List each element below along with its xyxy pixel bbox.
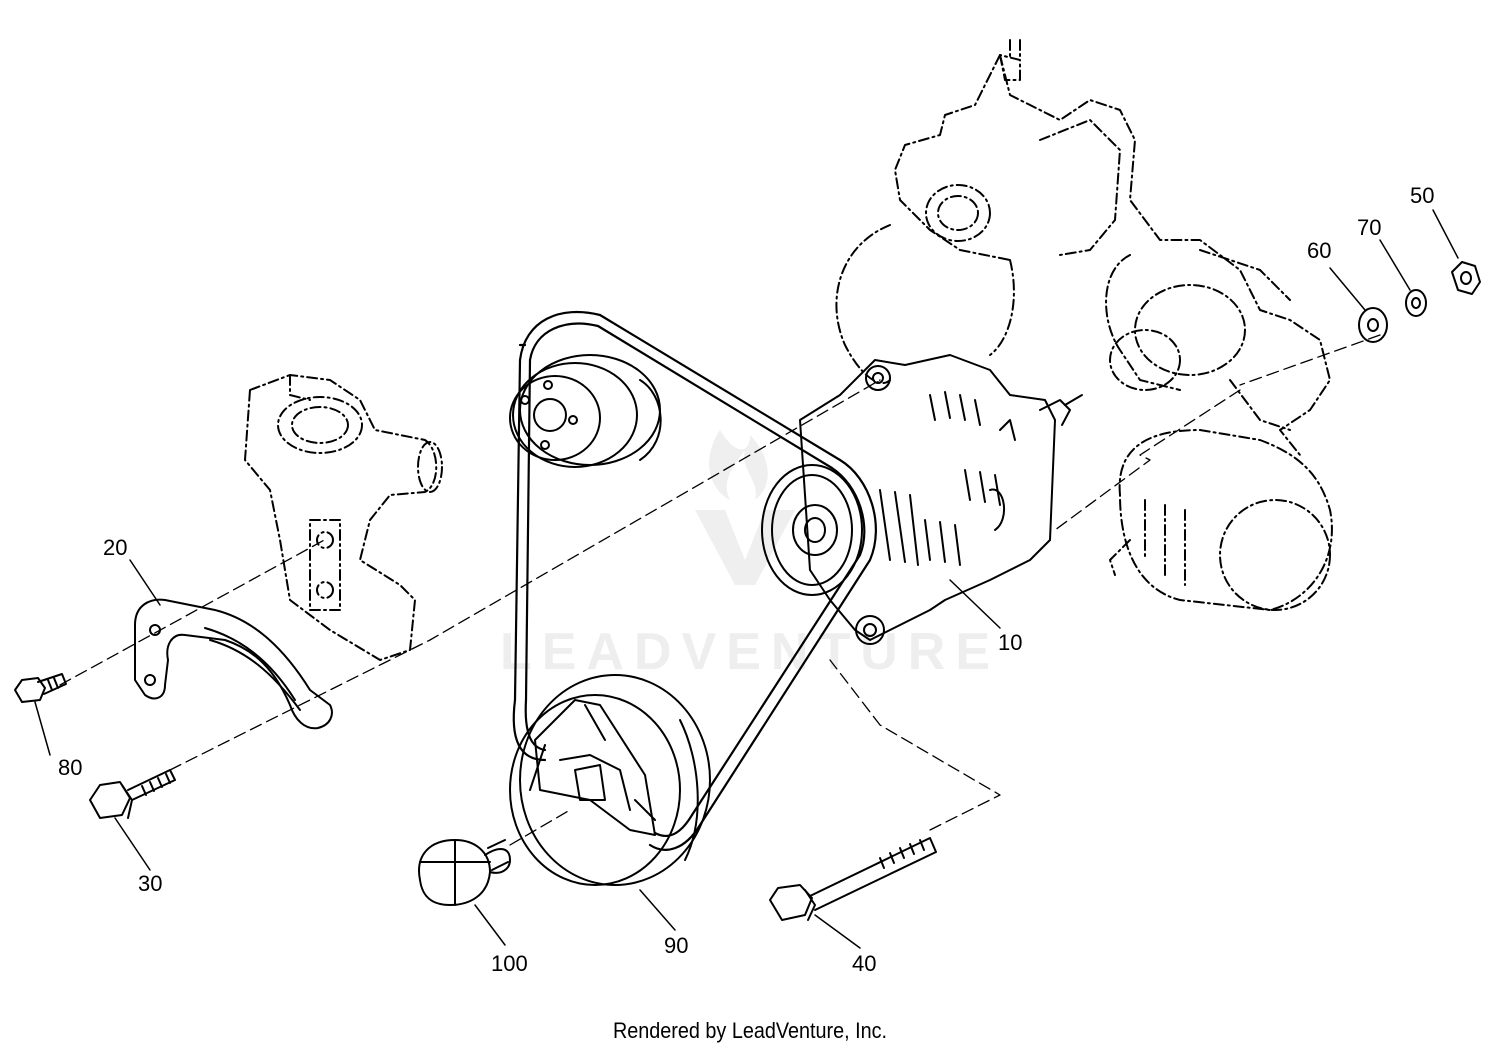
bolt-30 — [89, 769, 176, 819]
bolt-80 — [14, 673, 67, 703]
bolt-40 — [769, 837, 937, 921]
adjusting-bracket — [134, 598, 333, 730]
callout-100: 100 — [491, 951, 528, 976]
footer-credit: Rendered by LeadVenture, Inc. — [612, 1018, 888, 1043]
thermostat-housing-outline — [244, 374, 443, 661]
callout-10: 10 — [998, 630, 1023, 655]
leadventure-logo-watermark — [695, 430, 795, 585]
callout-40: 40 — [852, 951, 877, 976]
callout-80: 80 — [58, 755, 83, 780]
water-pump-pulley — [509, 354, 662, 468]
callout-30: 30 — [138, 871, 163, 896]
bolt-100 — [418, 839, 511, 906]
alternator — [761, 354, 1083, 645]
alignment-center-lines — [59, 334, 1381, 846]
hex-nut-50 — [1451, 261, 1481, 295]
callout-50: 50 — [1410, 183, 1435, 208]
callout-70: 70 — [1357, 215, 1382, 240]
callout-60: 60 — [1307, 238, 1332, 263]
lock-washer-70 — [1405, 289, 1427, 317]
engine-block-outline — [835, 39, 1333, 611]
callout-leader-lines — [34, 209, 1459, 949]
flat-washer-60 — [1358, 307, 1388, 343]
callout-20: 20 — [103, 535, 128, 560]
callout-90: 90 — [664, 933, 689, 958]
watermark-text: LEADVENTURE — [499, 623, 1001, 681]
crankshaft-pulley — [509, 674, 711, 886]
